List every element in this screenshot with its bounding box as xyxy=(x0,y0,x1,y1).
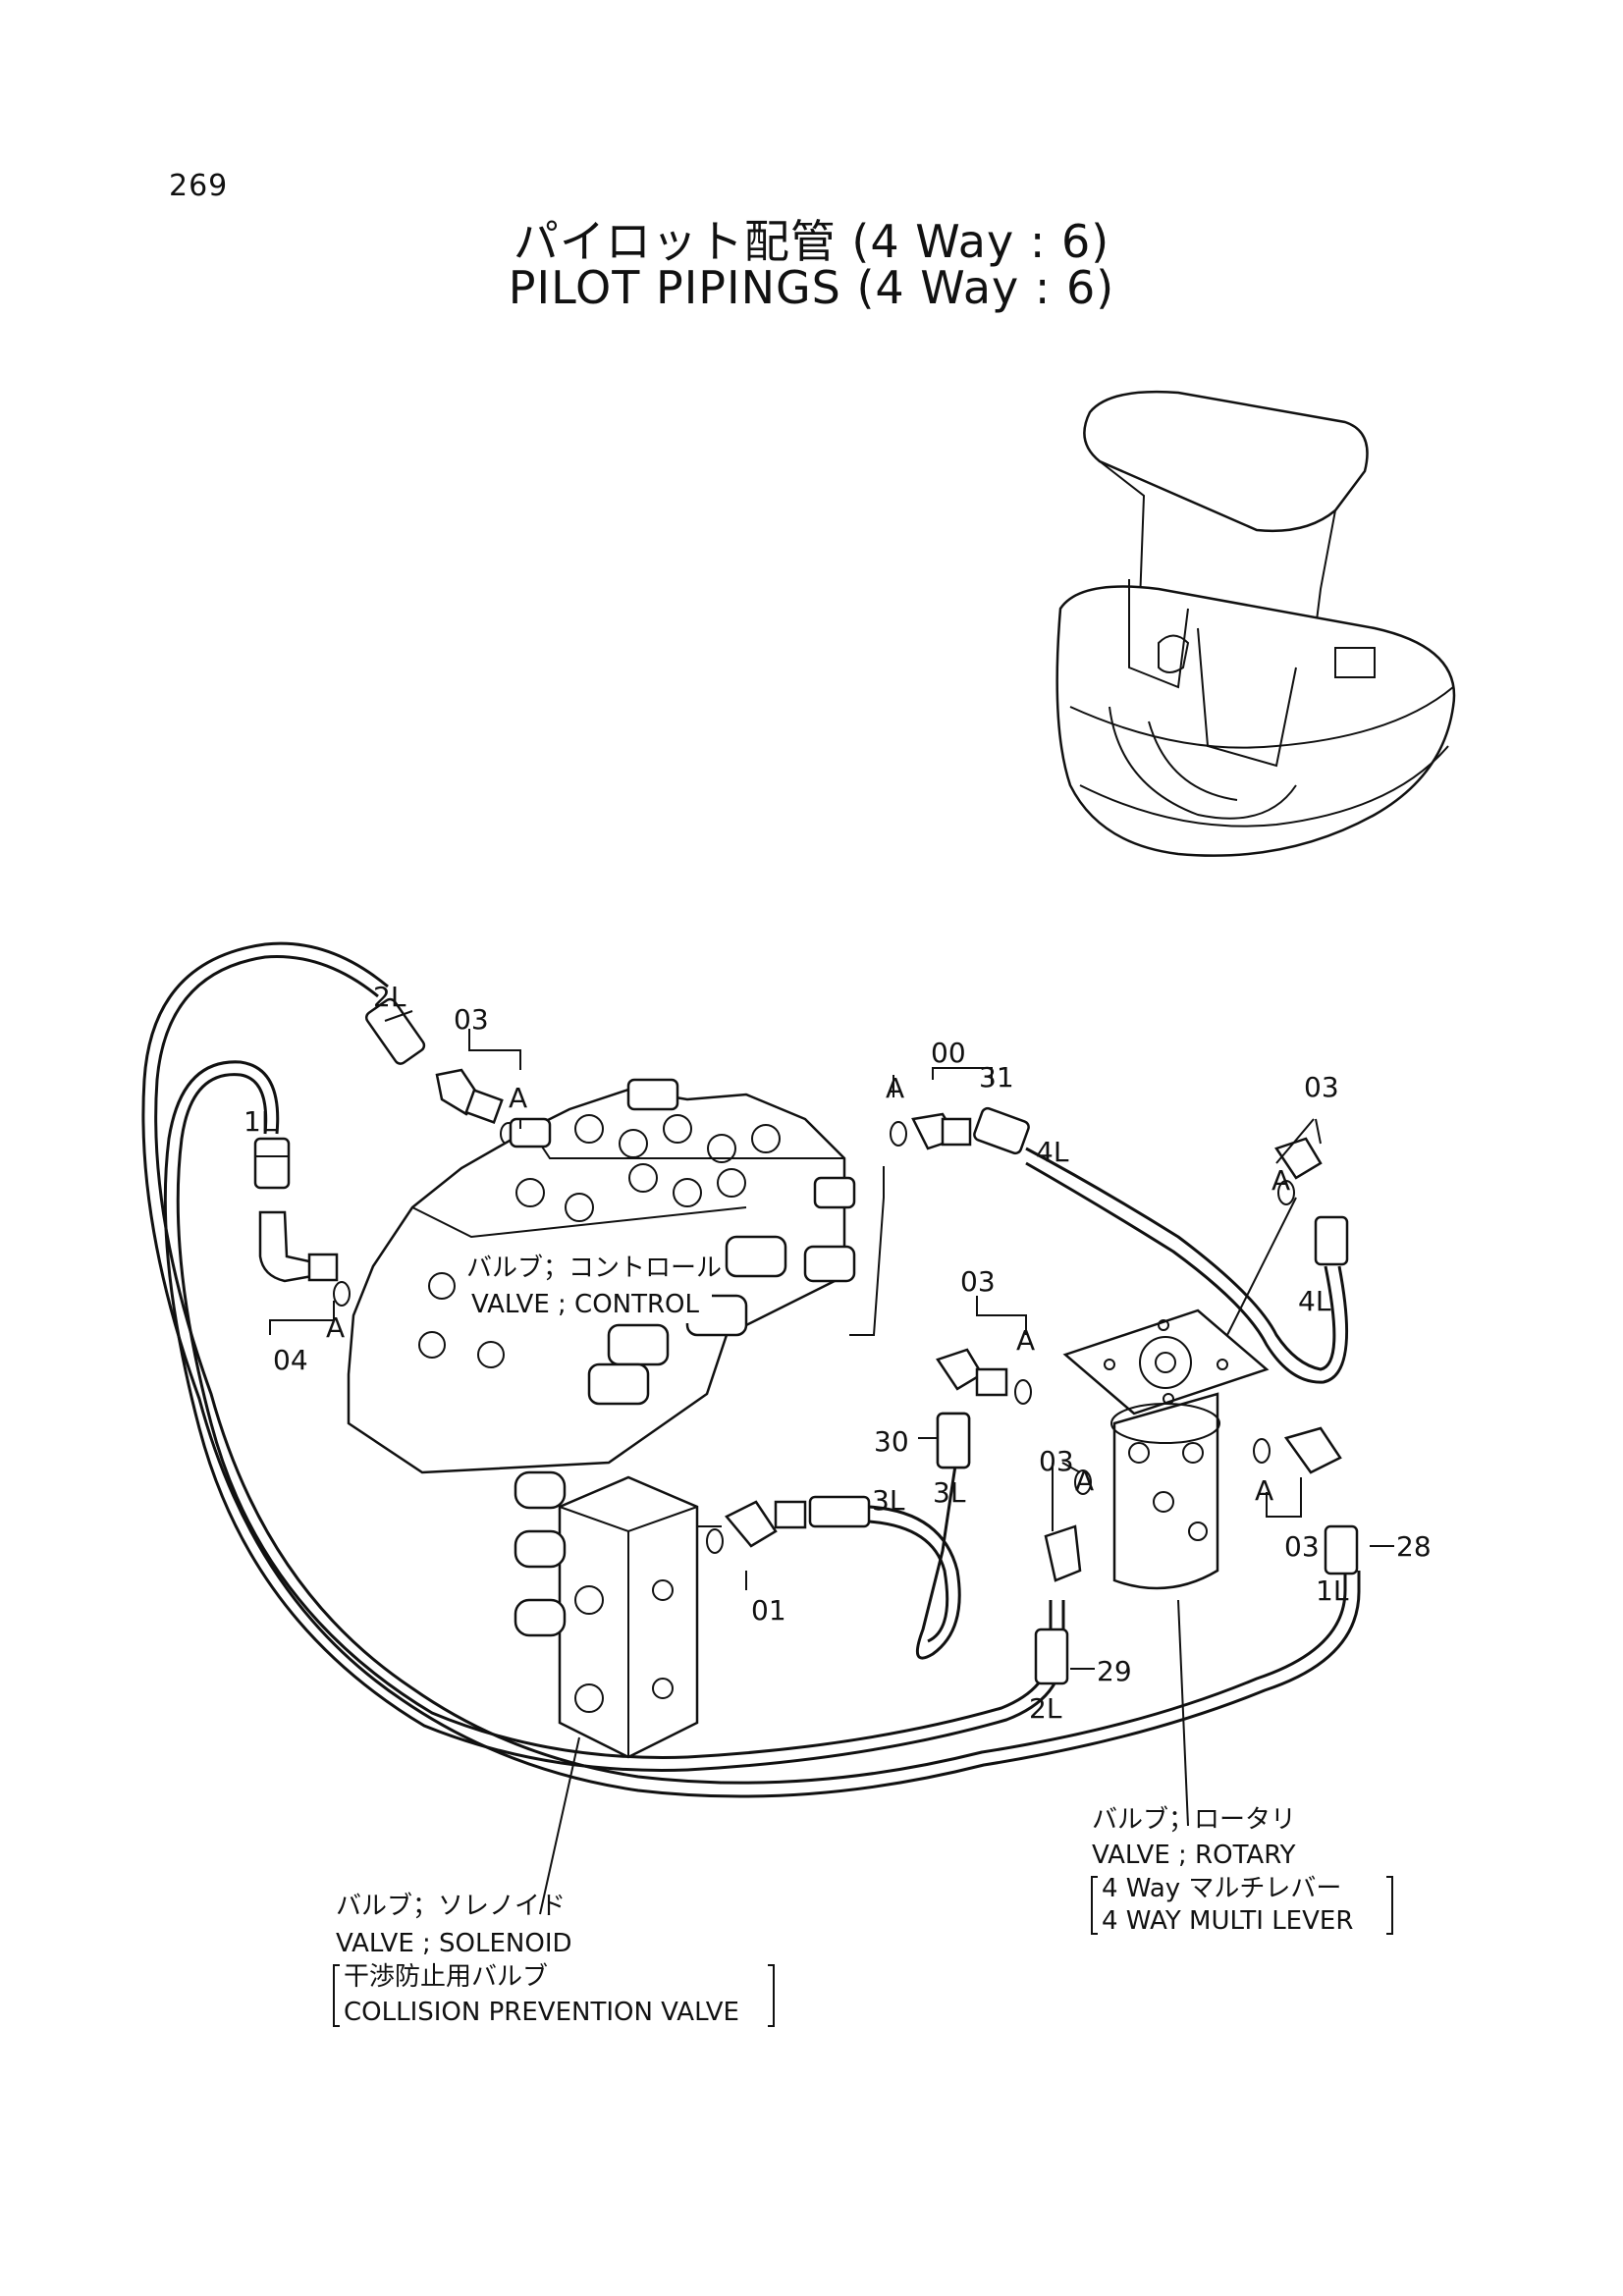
elbow-fitting-01 xyxy=(706,1500,807,1554)
rotary-valve-note-en: 4 WAY MULTI LEVER xyxy=(1102,1906,1353,1936)
rotary-valve-note-jp: 4 Way マルチレバー xyxy=(1102,1874,1341,1903)
fitting-30 xyxy=(936,1412,971,1469)
hose-tag-1l-right: 1L xyxy=(1316,1575,1349,1607)
callout-03-center: 03 xyxy=(960,1265,996,1298)
callout-A-3: A xyxy=(1271,1164,1290,1197)
callout-A-4: A xyxy=(326,1311,345,1344)
hose-tag-4l-a: 4L xyxy=(1036,1136,1069,1168)
callout-03-rotary-right: 03 xyxy=(1284,1530,1320,1563)
callout-29: 29 xyxy=(1097,1655,1132,1687)
control-valve-label-en: VALVE ; CONTROL xyxy=(471,1290,700,1319)
elbow-fitting-03-rotary-right xyxy=(1253,1426,1342,1474)
title-japanese: パイロット配管 (4 Way : 6) xyxy=(513,215,1110,268)
callout-A-2: A xyxy=(886,1072,904,1104)
title-english: PILOT PIPINGS (4 Way : 6) xyxy=(508,261,1115,314)
hose-tag-1l-left: 1L xyxy=(243,1105,277,1138)
callout-A-5: A xyxy=(1016,1324,1035,1357)
leader-lines xyxy=(269,1029,1394,1915)
callout-04: 04 xyxy=(273,1344,308,1376)
elbow-fitting-03-top xyxy=(435,1068,517,1146)
control-valve-label-jp: バルブ；コントロール xyxy=(466,1254,722,1283)
solenoid-valve-label-jp: バルブ；ソレノイド xyxy=(336,1892,566,1921)
rotary-valve-label-jp: バルブ；ロータリ xyxy=(1092,1805,1296,1835)
elbow-fitting-04 xyxy=(258,1210,351,1307)
elbow-fitting-03-center xyxy=(936,1348,1032,1405)
page-number: 269 xyxy=(169,169,229,203)
callout-A-6: A xyxy=(1075,1465,1094,1497)
fitting-28 xyxy=(1324,1524,1359,1575)
solenoid-valve xyxy=(514,1470,699,1759)
machine-overview-illustration xyxy=(1055,390,1456,857)
rotary-note-bracket-right xyxy=(1386,1876,1393,1935)
rotary-note-bracket-left xyxy=(1091,1876,1098,1935)
rotary-valve-label-en: VALVE ; ROTARY xyxy=(1092,1841,1296,1870)
callout-03-right-top: 03 xyxy=(1304,1071,1339,1103)
hose-tag-2l-bottom: 2L xyxy=(1029,1692,1062,1725)
callout-A-1: A xyxy=(509,1082,527,1114)
solenoid-valve-note-en: COLLISION PREVENTION VALVE xyxy=(344,1998,739,2027)
callout-00: 00 xyxy=(931,1037,966,1069)
solenoid-valve-label-en: VALVE ; SOLENOID xyxy=(336,1929,572,1958)
solenoid-valve-note-jp: 干渉防止用バルブ xyxy=(344,1962,548,1992)
callout-30: 30 xyxy=(874,1425,909,1458)
callout-03-rotary-left: 03 xyxy=(1039,1445,1074,1477)
elbow-fitting-03-right-top xyxy=(1274,1137,1349,1266)
solenoid-note-bracket-right xyxy=(768,1964,775,2027)
callout-31: 31 xyxy=(979,1061,1014,1094)
callout-28: 28 xyxy=(1396,1530,1432,1563)
fitting-00 xyxy=(890,1112,972,1150)
hose-tag-4l-b: 4L xyxy=(1298,1285,1331,1317)
solenoid-note-bracket-left xyxy=(333,1964,340,2027)
hose-tag-2l-top: 2L xyxy=(373,981,406,1013)
fitting-2l-top xyxy=(364,997,426,1065)
hose-loop-outer xyxy=(141,941,1361,1798)
fitting-1l-left xyxy=(253,1137,291,1190)
control-valve-label-bg xyxy=(461,1247,712,1323)
callout-A-7: A xyxy=(1255,1474,1273,1507)
hose-loop-inner xyxy=(163,1060,1065,1772)
fitting-31 xyxy=(973,1106,1030,1155)
fitting-29 xyxy=(1034,1628,1069,1685)
hose-tag-3l-b: 3L xyxy=(933,1476,966,1509)
rotary-valve xyxy=(1062,1308,1270,1590)
callout-01: 01 xyxy=(751,1594,786,1627)
hose-tag-3l-a: 3L xyxy=(872,1484,905,1517)
callout-03-top: 03 xyxy=(454,1003,489,1036)
elbow-fitting-03-rotary-left xyxy=(1044,1469,1092,1582)
